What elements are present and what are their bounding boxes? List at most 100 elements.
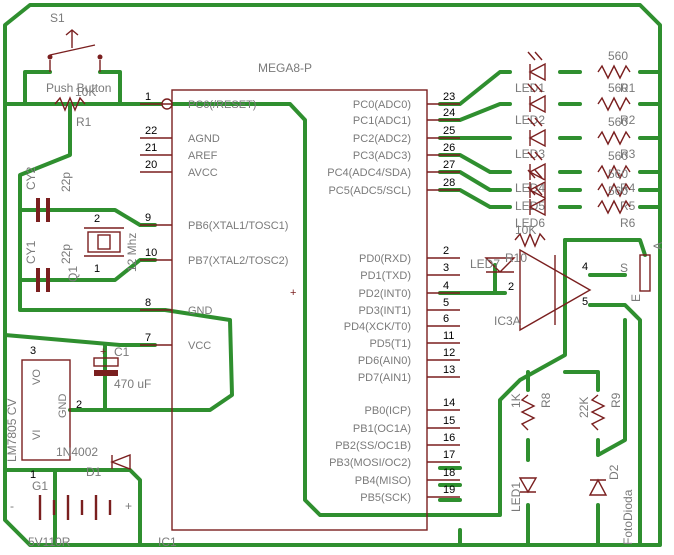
pin-number: 24 <box>443 107 455 119</box>
reg-vo: VO <box>31 369 43 385</box>
pin-number: 11 <box>443 330 454 342</box>
resistor-ref: R2 <box>620 113 636 127</box>
pin-label: PC5(ADC5/SCL) <box>328 185 411 197</box>
d2-label: FotoDioda <box>621 489 635 545</box>
pin-label: GND <box>188 305 213 317</box>
reg-pin2: 2 <box>76 399 82 411</box>
pin-label: PB7(XTAL2/TOSC2) <box>188 255 288 267</box>
sensor: S A E <box>620 242 665 302</box>
reg-vi: VI <box>31 430 43 440</box>
s1-ref: S1 <box>50 11 65 25</box>
c1-ref: C1 <box>114 345 130 359</box>
c1-value: 470 uF <box>114 377 151 391</box>
reg-name: LM7805 CV <box>5 399 19 462</box>
led-label: LED1 <box>515 81 545 95</box>
g1-value: 5V110R <box>28 535 71 549</box>
capacitor-cy2: CY2 22p <box>24 166 73 222</box>
d2-ref: D2 <box>607 464 621 480</box>
g1-ref: G1 <box>32 479 48 493</box>
opamp-ic3a: 2 4 5 IC3A <box>494 248 592 332</box>
cy1-ref: CY1 <box>24 240 38 264</box>
ic1-left-pins: 1PC6(/RESET)22AGND21AREF20AVCC9PB6(XTAL1… <box>140 91 288 352</box>
opamp-pin2: 2 <box>508 281 514 293</box>
pin-label: PC2(ADC2) <box>353 133 411 145</box>
resistor-ref: R3 <box>620 147 636 161</box>
svg-text:+: + <box>100 346 106 358</box>
pin-label: PB2(SS/OC1B) <box>335 440 411 452</box>
pin-label: PC1(ADC1) <box>353 115 411 127</box>
pin-label: PD3(INT1) <box>358 305 411 317</box>
pin-number: 13 <box>443 364 455 376</box>
resistor-r9: 22K R9 <box>577 392 623 431</box>
pin-label: PD0(RXD) <box>359 253 411 265</box>
pin-number: 18 <box>443 467 455 479</box>
r8-value: 1K <box>509 393 523 408</box>
led-label: LED6 <box>515 216 545 230</box>
pin-number: 2 <box>443 245 449 257</box>
resistor-value: 560 <box>608 115 628 129</box>
resistor-ref: R6 <box>620 216 636 230</box>
pin-label: PD2(INT0) <box>358 288 411 300</box>
pin-label: PB6(XTAL1/TOSC1) <box>188 220 288 232</box>
d1-ref: D1 <box>86 465 102 479</box>
pin-label: PC3(ADC3) <box>353 150 411 162</box>
opamp-pin5: 5 <box>582 296 588 308</box>
led7: LED7 <box>470 257 516 273</box>
sensor-e: E <box>629 294 643 302</box>
pin-label: PD5(T1) <box>369 338 411 350</box>
ic1-name: MEGA8-P <box>258 61 312 75</box>
resistor-value: 560 <box>608 184 628 198</box>
r8-ref: R8 <box>539 392 553 408</box>
q1-freq: 12 Mhz <box>125 233 139 272</box>
pin-label: AVCC <box>188 167 218 179</box>
svg-text:+: + <box>290 287 296 299</box>
g1-minus: - <box>10 499 14 513</box>
pin-number: 8 <box>145 297 151 309</box>
resistor-value: 560 <box>608 81 628 95</box>
d1-value: 1N4002 <box>56 445 98 459</box>
switch-s1: S1 Push Button <box>46 11 111 95</box>
pin-label: PB0(ICP) <box>365 405 411 417</box>
pin-label: PD6(AIN0) <box>358 355 411 367</box>
q1-pin2: 2 <box>94 213 100 225</box>
reg-pin3: 3 <box>30 345 36 357</box>
pin-label: PB1(OC1A) <box>353 423 411 435</box>
pin-number: 27 <box>443 159 455 171</box>
pin-number: 19 <box>443 484 455 496</box>
reg-gnd: GND <box>57 394 69 419</box>
q1-pin1: 1 <box>94 263 100 275</box>
pin-number: 6 <box>443 313 449 325</box>
resistor-r8: 1K R8 <box>509 392 553 431</box>
pcb-traces <box>3 3 662 547</box>
r1-ref: R1 <box>76 115 92 129</box>
pin-label: PD1(TXD) <box>360 270 411 282</box>
led1-bottom: LED1 <box>509 477 538 512</box>
pin-number: 5 <box>443 297 449 309</box>
pin-number: 22 <box>145 125 157 137</box>
ic1-right-pins: 23PC0(ADC0)24PC1(ADC1)25PC2(ADC2)26PC3(A… <box>327 91 460 504</box>
pin-number: 17 <box>443 449 455 461</box>
pin-label: PD4(XCK/T0) <box>344 321 411 333</box>
opamp-pin4: 4 <box>582 261 588 273</box>
pin-number: 21 <box>145 142 157 154</box>
regulator-lm7805: VO VI GND LM7805 CV 3 1 2 <box>5 345 82 481</box>
resistor-value: 560 <box>608 149 628 163</box>
cy2-value: 22p <box>59 172 73 192</box>
resistor-value: 560 <box>608 49 628 63</box>
